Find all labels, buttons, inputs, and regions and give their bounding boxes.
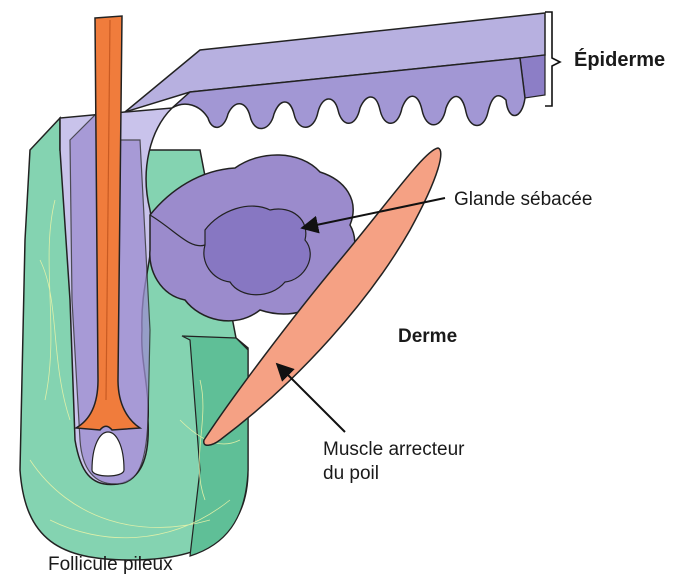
sebaceous-gland-label: Glande sébacée (454, 188, 592, 212)
arrector-pili-label: Muscle arrecteur du poil (323, 438, 465, 486)
dermis-label: Derme (398, 325, 457, 349)
arrector-pili-label-line2: du poil (323, 462, 465, 486)
muscle-pointer-arrow (277, 364, 345, 432)
hair-follicle-label: Follicule pileux (48, 553, 173, 577)
epidermis (125, 13, 545, 129)
arrector-pili-label-line1: Muscle arrecteur (323, 438, 465, 462)
epidermis-label: Épiderme (574, 48, 665, 73)
epidermis-bracket (545, 12, 560, 106)
